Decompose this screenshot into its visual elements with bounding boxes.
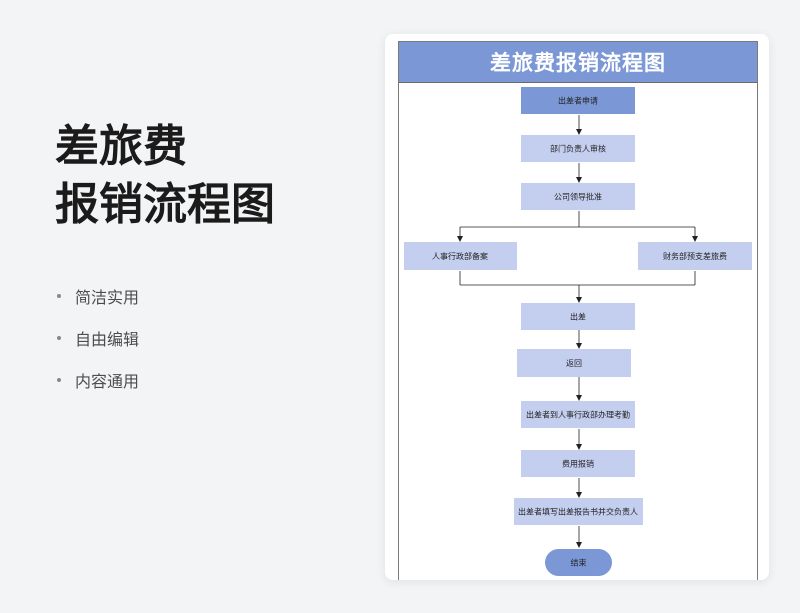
flow-step-trip-label: 出差 [570,312,586,322]
flow-step-apply-label: 出差者申请 [558,96,598,106]
flow-step-hr-record-label: 人事行政部备案 [432,251,488,261]
feature-item: 简洁实用 [57,285,139,307]
flow-step-dept-review-label: 部门负责人审核 [550,144,606,154]
flow-step-end-label: 结束 [571,558,587,568]
flow-step-attendance-label: 出差者到人事行政部办理考勤 [526,410,630,420]
flow-step-leader-approve: 公司领导批准 [521,183,635,210]
flow-step-report-label: 出差者填写出差报告书并交负责人 [518,507,638,517]
feature-item: 自由编辑 [57,327,139,349]
hero-title-line-2: 报销流程图 [55,179,275,230]
flow-step-finance-advance: 财务部预支差旅费 [638,242,752,270]
feature-item: 内容通用 [57,369,139,391]
flow-connectors [457,115,698,548]
flow-step-return: 返回 [517,349,631,377]
feature-list: 简洁实用 自由编辑 内容通用 [57,285,139,411]
flow-step-return-label: 返回 [566,359,582,368]
flow-step-hr-record: 人事行政部备案 [404,242,517,270]
flow-step-reimburse-label: 费用报销 [562,459,594,469]
flowchart-title: 差旅费报销流程图 [399,42,757,83]
flowchart-sheet: 差旅费报销流程图 [398,41,758,580]
feature-label: 内容通用 [75,372,140,391]
flow-step-attendance: 出差者到人事行政部办理考勤 [521,401,635,428]
flowchart-card[interactable]: 差旅费报销流程图 [385,34,769,580]
feature-label: 简洁实用 [75,288,140,307]
flow-step-finance-advance-label: 财务部预支差旅费 [663,251,727,261]
bullet-icon [57,378,61,382]
flow-step-dept-review: 部门负责人审核 [521,135,635,162]
bullet-icon [57,336,61,340]
flow-step-report: 出差者填写出差报告书并交负责人 [514,498,643,525]
bullet-icon [57,294,61,298]
feature-label: 自由编辑 [75,330,140,349]
flow-step-trip: 出差 [521,303,635,330]
flow-step-reimburse: 费用报销 [521,450,635,477]
flow-step-end: 结束 [545,549,612,576]
flow-step-leader-approve-label: 公司领导批准 [554,192,602,202]
flow-step-apply: 出差者申请 [521,87,635,114]
hero-title-line-1: 差旅费 [55,121,187,172]
hero-title: 差旅费 报销流程图 [55,118,275,234]
flowchart-diagram: 出差者申请 部门负责人审核 公司领导批准 人事行政部备案 财务部预支差旅费 出差 [404,87,752,576]
